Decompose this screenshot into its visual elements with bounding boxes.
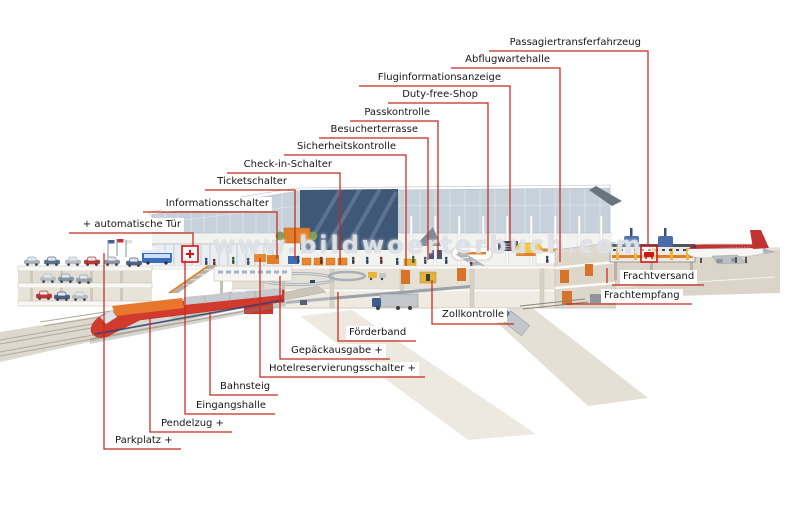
- callout-label-pendelzug[interactable]: Pendelzug +: [158, 417, 227, 431]
- callout-label-hotelreservierungsschalter[interactable]: Hotelreservierungsschalter +: [266, 362, 419, 376]
- tail-fin: [750, 230, 769, 249]
- callout-label-foerderband[interactable]: Förderband: [346, 326, 410, 340]
- callout-label-informationsschalter[interactable]: Informationsschalter: [162, 197, 272, 211]
- airplane: [686, 230, 776, 265]
- callout-label-bahnsteig[interactable]: Bahnsteig: [217, 380, 274, 394]
- callout-label-zollkontrolle[interactable]: Zollkontrolle: [439, 308, 508, 322]
- callout-label-passkontrolle[interactable]: Passkontrolle: [361, 106, 433, 120]
- callout-label-fluginformationsanzeige[interactable]: Fluginformationsanzeige: [374, 71, 504, 85]
- callout-label-sicherheitskontrolle[interactable]: Sicherheitskontrolle: [294, 140, 399, 154]
- callout-label-passagiertransferfahrzeug[interactable]: Passagiertransferfahrzeug: [506, 36, 644, 50]
- cargo-door: [457, 268, 466, 281]
- freight-building: [519, 241, 616, 310]
- callout-label-automatische-tuer[interactable]: + automatische Tür: [79, 218, 184, 232]
- callout-label-duty-free-shop[interactable]: Duty-free-Shop: [399, 88, 481, 102]
- callout-label-frachtversand[interactable]: Frachtversand: [620, 270, 698, 284]
- callout-label-gepaeckausgabe[interactable]: Gepäckausgabe +: [288, 344, 386, 358]
- callout-label-frachtempfang[interactable]: Frachtempfang: [601, 289, 683, 303]
- callout-label-abflugwartehalle[interactable]: Abflugwartehalle: [462, 53, 553, 67]
- callout-label-parkplatz[interactable]: Parkplatz +: [112, 434, 176, 448]
- callout-label-ticketschalter[interactable]: Ticketschalter: [214, 175, 290, 189]
- callout-label-besucherterrasse[interactable]: Besucherterrasse: [327, 123, 421, 137]
- callout-label-check-in-schalter[interactable]: Check-in-Schalter: [240, 158, 335, 172]
- callout-label-eingangshalle[interactable]: Eingangshalle: [193, 399, 269, 413]
